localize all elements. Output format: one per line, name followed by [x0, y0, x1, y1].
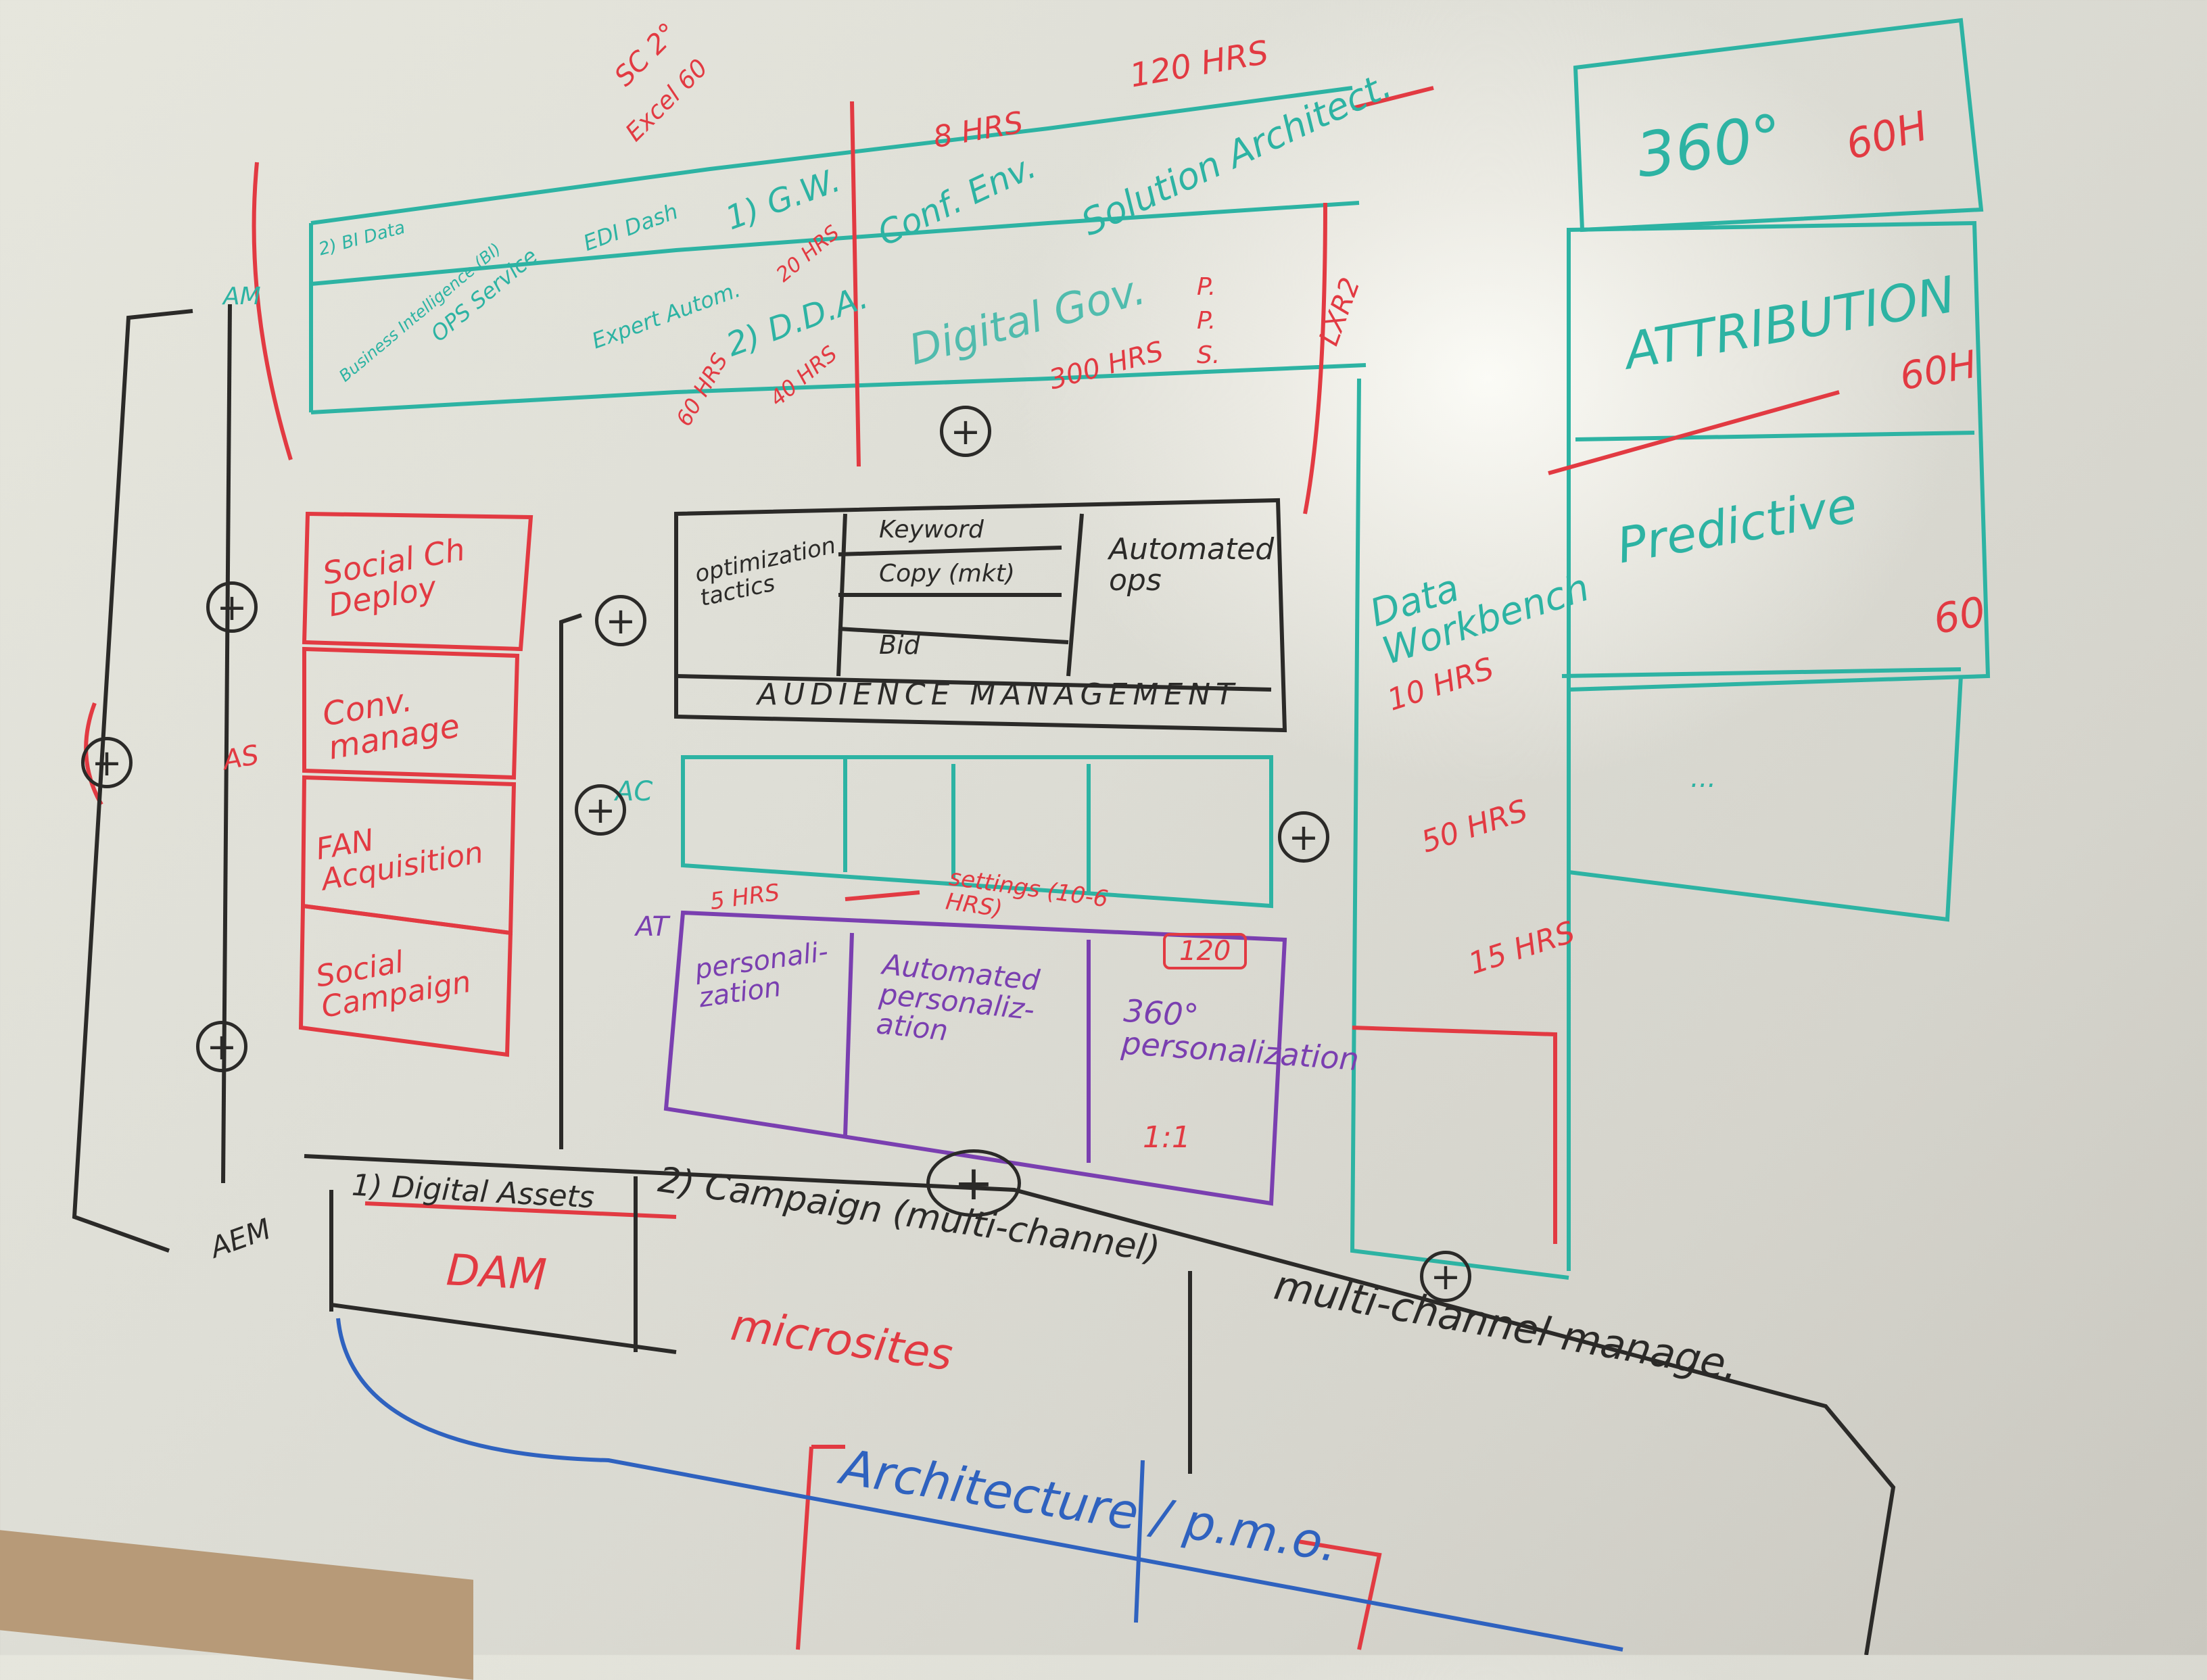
label-one-to-one: 1:1 — [1143, 1120, 1191, 1155]
label-360-personalization: 360° personalization — [1120, 992, 1360, 1078]
top-row-lower-line — [310, 363, 1367, 414]
plus-circle-ac: + — [1278, 811, 1329, 863]
plus-circle-left: + — [81, 737, 133, 788]
label-am: AM — [223, 283, 261, 310]
label-predictive-hours: 60 — [1930, 587, 1989, 644]
label-automated-ops: Automated ops — [1109, 532, 1275, 598]
left-bracket-red — [252, 162, 293, 460]
top-row-upper-line — [310, 86, 1353, 225]
label-bid: Bid — [879, 630, 920, 660]
plus-circle-personalization: + — [926, 1149, 1021, 1217]
audience-box-outline — [674, 498, 1287, 733]
arrow-down — [1303, 202, 1327, 514]
label-120: 120 — [1163, 933, 1248, 969]
label-audience-management: AUDIENCE MANAGEMENT — [757, 677, 1239, 712]
plus-circle-at: + — [196, 1021, 247, 1072]
label-at: AT — [636, 911, 669, 942]
label-ellipsis: ... — [1690, 763, 1717, 794]
plus-circle-ac-left: + — [575, 784, 626, 836]
plus-circle-audience: + — [595, 595, 646, 646]
plus-circle-as: + — [206, 581, 258, 633]
plus-circle-top: + — [940, 406, 991, 457]
top-row-middle-line — [310, 201, 1360, 286]
strike-line — [1548, 390, 1840, 475]
box-360 — [1573, 18, 1984, 233]
label-copy: Copy (mkt) — [879, 560, 1015, 587]
label-as: AS — [220, 739, 262, 777]
label-dam: DAM — [445, 1245, 548, 1301]
plus-circle-right: + — [1420, 1251, 1471, 1302]
label-keyword: Keyword — [879, 516, 984, 544]
box-ac — [681, 755, 1273, 909]
cell-pps: P. P. S. — [1197, 273, 1220, 369]
box-attribution — [1567, 220, 1991, 692]
